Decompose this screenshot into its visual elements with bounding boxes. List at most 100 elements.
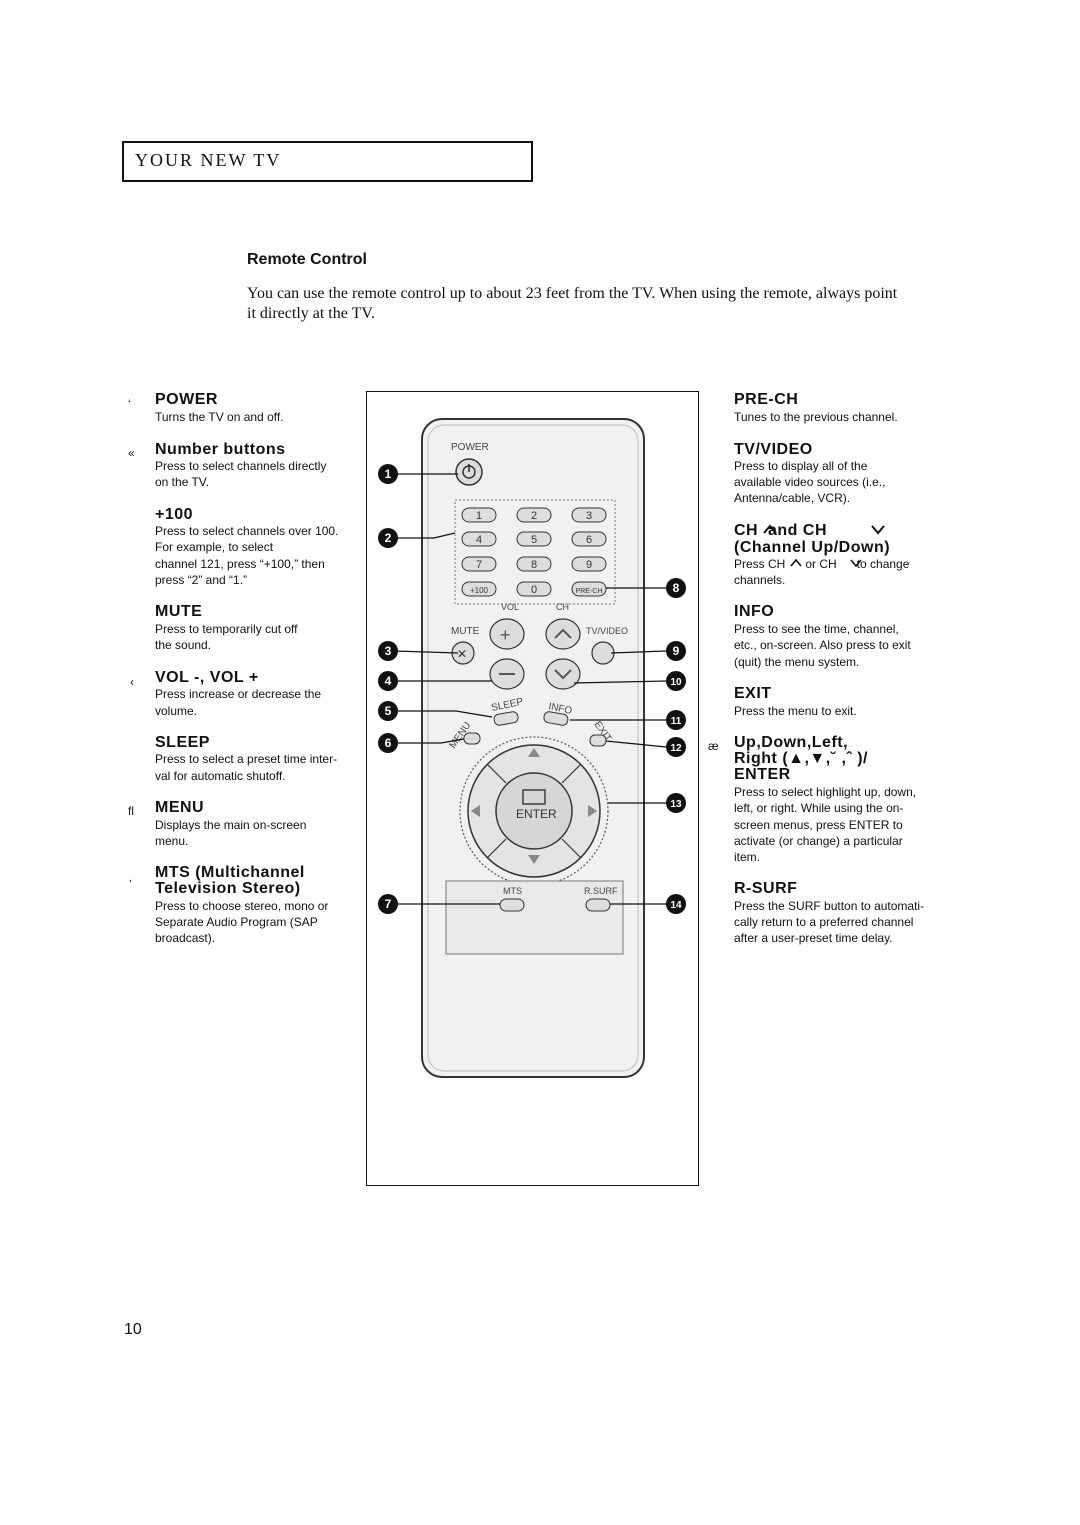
callout-marker-3 xyxy=(378,641,398,661)
header-box xyxy=(122,141,533,182)
remote-mts-button xyxy=(499,898,525,912)
section-title: Remote Control xyxy=(247,251,367,268)
chevron-down-icon xyxy=(871,525,885,535)
plus100-key xyxy=(461,581,497,597)
info-desc-2: etc., on-screen. Also press to exit xyxy=(734,638,911,652)
exit-heading: EXIT xyxy=(734,685,772,702)
number-buttons-heading: Number buttons xyxy=(155,441,286,458)
tvvideo-desc-3: Antenna/cable, VCR). xyxy=(734,491,851,505)
callout-number: 8 xyxy=(673,581,680,595)
intro-paragraph: You can use the remote control up to abo… xyxy=(247,285,898,322)
remote-lower-panel xyxy=(445,880,624,955)
info-heading: INFO xyxy=(734,603,775,620)
number-key-6 xyxy=(571,531,607,547)
tvvideo-desc-1: Press to display all of the xyxy=(734,459,868,473)
zero-key xyxy=(516,581,552,597)
tvvideo-heading: TV/VIDEO xyxy=(734,441,813,458)
plus100-desc-1: Press to select channels over 100. xyxy=(155,524,339,538)
mts-desc-1: Press to choose stereo, mono or xyxy=(155,899,329,913)
marker: ‘ xyxy=(128,397,131,411)
arrow-down-icon xyxy=(528,855,540,864)
prech-desc: Tunes to the previous channel. xyxy=(734,410,898,424)
sleep-desc-2: val for automatic shutoff. xyxy=(155,769,286,783)
marker: ‹ xyxy=(130,675,134,689)
marker: æ xyxy=(708,739,719,753)
chevron-down-icon xyxy=(850,559,862,568)
arrows-heading-3: ENTER xyxy=(734,766,791,783)
remote-tvvideo-label: TV/VIDEO xyxy=(586,626,628,636)
rsurf-desc-2: cally return to a preferred channel xyxy=(734,915,914,929)
number-key-label: 7 xyxy=(476,559,482,571)
marker: ﬂ xyxy=(128,804,134,818)
ch-desc-2: channels. xyxy=(734,573,786,587)
callout-number: 14 xyxy=(670,900,682,911)
arrow-right-icon xyxy=(588,805,597,817)
mts-heading-1: MTS (Multichannel xyxy=(155,864,305,881)
callout-marker-4 xyxy=(378,671,398,691)
number-key-7 xyxy=(461,556,497,572)
marker: « xyxy=(128,446,135,460)
remote-rsurf-button xyxy=(585,898,611,912)
page-number: 10 xyxy=(124,1321,142,1338)
callout-number: 5 xyxy=(385,704,392,718)
remote-rsurf-label: R.SURF xyxy=(584,886,618,896)
remote-vol-up-button xyxy=(489,618,525,650)
callout-marker-7 xyxy=(378,894,398,914)
arrows-desc-4: activate (or change) a particular xyxy=(734,834,903,848)
remote-mute-label: MUTE xyxy=(451,626,480,637)
plus100-desc-3: channel 121, press “+100,” then xyxy=(155,557,325,571)
power-desc: Turns the TV on and off. xyxy=(155,410,284,424)
callout-number: 7 xyxy=(385,897,392,911)
enter-icon xyxy=(522,789,546,805)
plus100-desc-4: press “2” and “1.” xyxy=(155,573,248,587)
menu-desc-1: Displays the main on-screen xyxy=(155,818,307,832)
vol-desc-2: volume. xyxy=(155,704,198,718)
tvvideo-desc-2: available video sources (i.e., xyxy=(734,475,886,489)
mute-desc-1: Press to temporarily cut off xyxy=(155,622,298,636)
number-key-label: 2 xyxy=(531,510,537,522)
mute-heading: MUTE xyxy=(155,603,203,620)
arrows-desc-3: screen menus, press ENTER to xyxy=(734,818,903,832)
number-buttons-desc-2: on the TV. xyxy=(155,475,210,489)
plus100-desc-2: For example, to select xyxy=(155,540,274,554)
number-key-9 xyxy=(571,556,607,572)
number-key-2 xyxy=(516,507,552,523)
number-key-label: 9 xyxy=(586,559,592,571)
callout-number: 4 xyxy=(385,674,392,688)
remote-menu-button xyxy=(463,732,481,745)
callout-number: 1 xyxy=(385,467,392,481)
callout-marker-12 xyxy=(666,737,686,757)
number-pad-group xyxy=(454,499,616,605)
number-key-label: 1 xyxy=(476,510,482,522)
rsurf-desc-3: after a user-preset time delay. xyxy=(734,931,893,945)
vol-heading: VOL -, VOL + xyxy=(155,669,259,686)
plus-icon: + xyxy=(500,625,511,645)
callout-number: 6 xyxy=(385,736,392,750)
mute-desc-2: the sound. xyxy=(155,638,212,652)
chevron-down-icon xyxy=(554,669,572,680)
callout-marker-13 xyxy=(666,793,686,813)
chevron-up-icon xyxy=(554,628,572,639)
sleep-desc-1: Press to select a preset time inter- xyxy=(155,752,338,766)
callout-marker-10 xyxy=(666,671,686,691)
callout-marker-2 xyxy=(378,528,398,548)
prech-heading: PRE-CH xyxy=(734,391,799,408)
callout-number: 10 xyxy=(670,677,682,688)
power-heading: POWER xyxy=(155,391,218,408)
arrows-desc-5: item. xyxy=(734,850,761,864)
mute-icon: ✕ xyxy=(457,647,467,661)
prech-key xyxy=(571,581,607,597)
mts-heading-2: Television Stereo) xyxy=(155,880,301,897)
chevron-up-icon xyxy=(790,558,802,567)
number-key-3 xyxy=(571,507,607,523)
callout-leaders xyxy=(394,473,667,905)
number-key-label: 3 xyxy=(586,510,592,522)
info-desc-1: Press to see the time, channel, xyxy=(734,622,899,636)
mts-desc-2: Separate Audio Program (SAP xyxy=(155,915,318,929)
sleep-heading: SLEEP xyxy=(155,734,210,751)
mts-desc-3: broadcast). xyxy=(155,931,216,945)
arrows-desc-2: left, or right. While using the on- xyxy=(734,801,904,815)
page-header: YOUR NEW TV xyxy=(135,150,282,170)
marker: ‚ xyxy=(129,870,132,884)
